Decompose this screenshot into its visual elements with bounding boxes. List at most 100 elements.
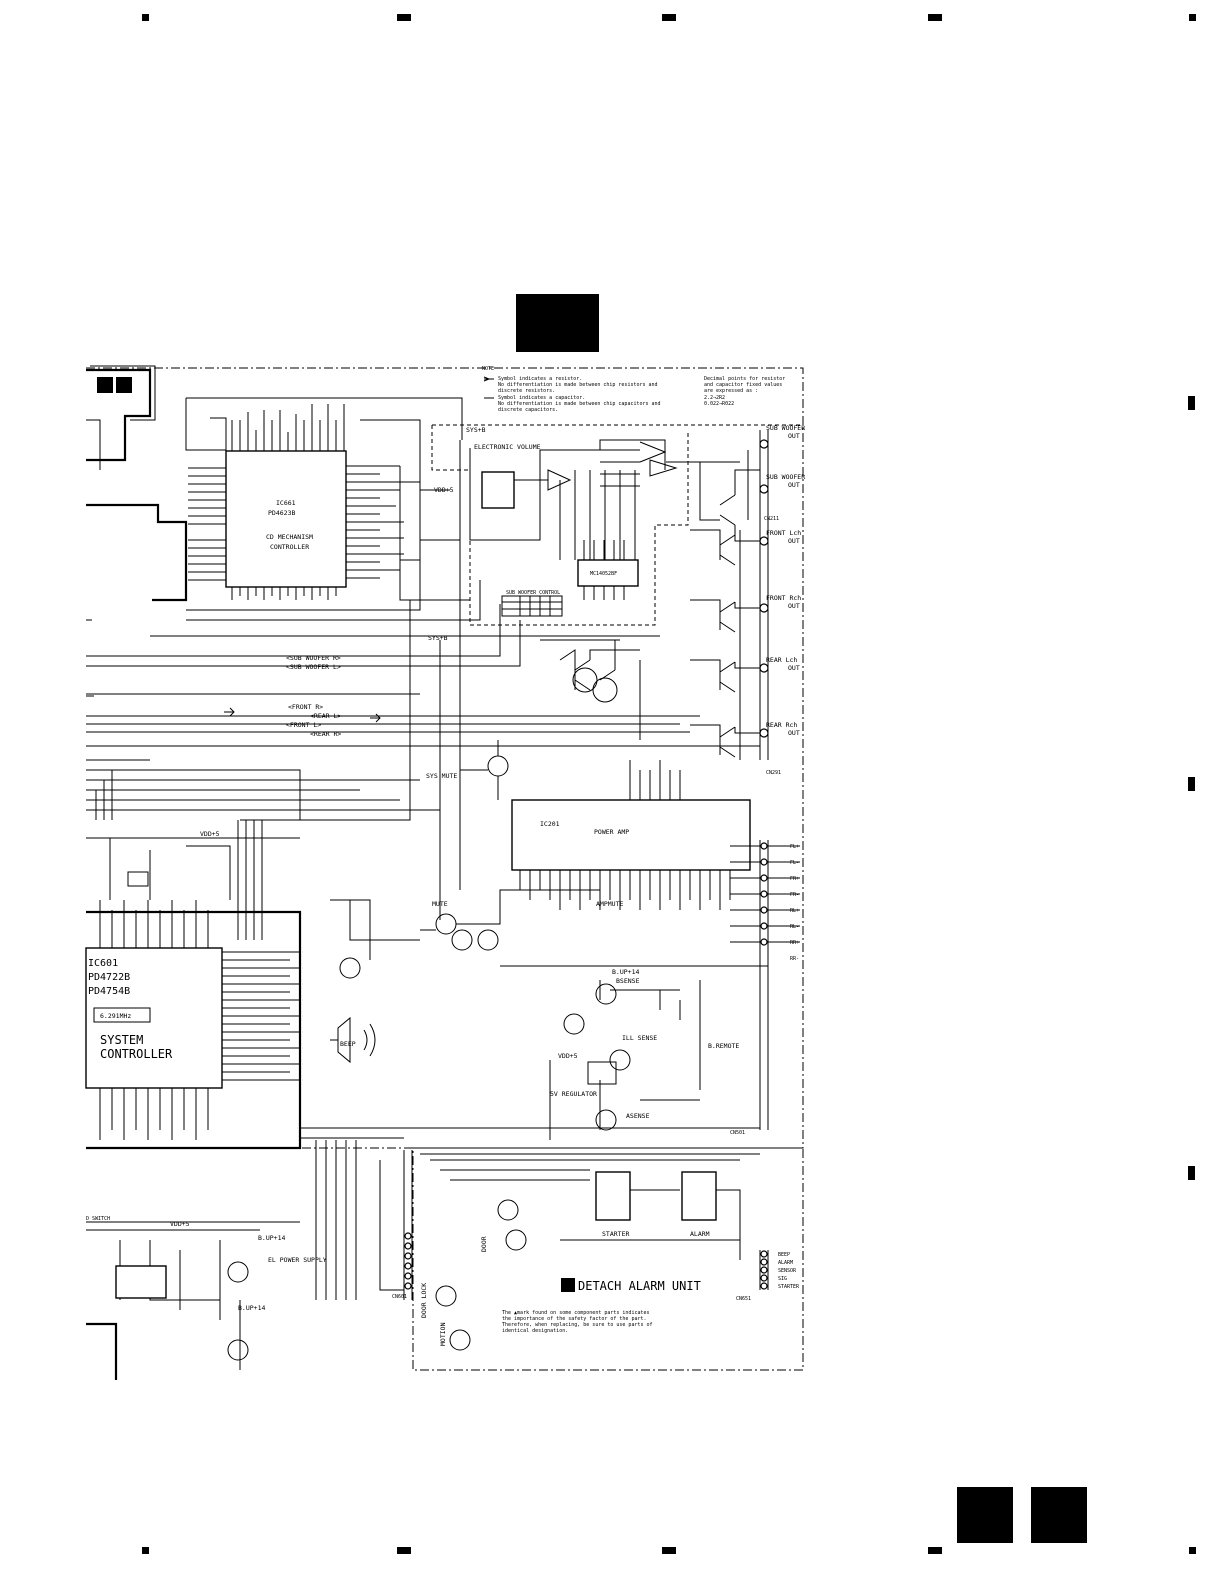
page-number-tile	[957, 1487, 1013, 1543]
output-sub: OUT	[788, 729, 800, 737]
bup-label-2: B.UP+14	[258, 1234, 285, 1242]
cn291-label: CN291	[766, 770, 781, 776]
cn211-label: CN211	[764, 516, 779, 522]
note-decimal-2: and capacitor fixed values	[704, 382, 782, 388]
beep-speaker	[330, 1016, 351, 1064]
bus-rear-r: <REAR R>	[310, 730, 341, 738]
bus-rear-l: <REAR L>	[310, 712, 341, 720]
door-label: DOOR	[480, 1236, 488, 1252]
registration-mark	[397, 14, 411, 21]
starter-ic	[595, 1171, 631, 1221]
note-decimal-5: 0.022→R022	[704, 401, 734, 407]
note-resistor-2: No differentiation is made between chip …	[498, 382, 658, 388]
audio-buses	[86, 604, 760, 747]
output-sub: OUT	[788, 432, 800, 440]
asense-label: ASENSE	[626, 1112, 650, 1120]
ic601-name-line2: CONTROLLER	[100, 1047, 173, 1061]
speaker-pin: FL-	[790, 860, 799, 866]
ic661-part: PD4623B	[268, 509, 295, 517]
detach-alarm-label: DETACH ALARM UNIT	[578, 1279, 701, 1293]
section-tile	[97, 377, 113, 393]
output-sub: OUT	[788, 664, 800, 672]
sysb-label-top: SYS+B	[466, 426, 486, 434]
note-capacitor-2: No differentiation is made between chip …	[498, 401, 661, 407]
registration-mark	[1189, 1547, 1196, 1554]
registration-mark	[928, 1547, 942, 1554]
ic601-part1: PD4722B	[88, 972, 130, 983]
ic661-left-pins	[188, 467, 226, 581]
registration-mark	[662, 1547, 676, 1554]
ic661-name-line2: CONTROLLER	[270, 543, 309, 551]
ic201-power-amp	[511, 799, 751, 871]
speaker-pin: FR-	[790, 892, 799, 898]
safety-note-4: identical designation.	[502, 1328, 568, 1334]
note-capacitor-3: discrete capacitors.	[498, 407, 558, 413]
alarm-pin: SENSOR	[778, 1268, 797, 1274]
beep-label: BEEP	[340, 1040, 356, 1048]
cn501-label: CN501	[730, 1130, 745, 1136]
sv-regulator-label: 5V REGULATOR	[550, 1090, 597, 1098]
speaker-pin: FR+	[790, 876, 799, 882]
door-lock-label: DOOR LOCK	[420, 1283, 428, 1318]
vdd-label-3: VDD+5	[558, 1052, 578, 1060]
starter-label: STARTER	[602, 1230, 629, 1238]
ic661-top-pins	[231, 404, 345, 451]
alarm-ic	[681, 1171, 717, 1221]
speaker-pin: RL-	[790, 924, 799, 930]
speaker-pin: FL+	[790, 844, 799, 850]
output-sub: OUT	[788, 481, 800, 489]
electronic-volume-label: ELECTRONIC VOLUME	[474, 443, 541, 451]
registration-mark	[142, 1547, 149, 1554]
vdd-label-1: VDD+5	[434, 486, 454, 494]
output-transistors	[690, 450, 760, 760]
ic601-part2: PD4754B	[88, 986, 130, 997]
ic661-ref: IC661	[276, 499, 296, 507]
safety-note-3: Therefore, when replacing, be sure to us…	[502, 1322, 653, 1328]
ic661-right-pins	[346, 465, 420, 579]
amp-mute-label: AMPMUTE	[596, 900, 623, 908]
note-resistor-1: Symbol indicates a resistor.	[498, 376, 582, 382]
section-tile	[116, 377, 132, 393]
ic661-bottom-pins	[231, 587, 337, 600]
note-decimal-1: Decimal points for resistor	[704, 376, 785, 382]
safety-note-2: the importance of the safety factor of t…	[502, 1316, 647, 1322]
registration-mark	[142, 14, 149, 21]
sys-mute-label: SYS MUTE	[426, 772, 457, 780]
alarm-pin: STARTER	[778, 1284, 800, 1290]
registration-mark	[1188, 777, 1195, 791]
crystal-box	[93, 1007, 151, 1023]
motion-label: MOTION	[439, 1322, 447, 1346]
registration-mark	[662, 14, 676, 21]
cn651-pins	[404, 1232, 412, 1290]
ic601-system-controller	[85, 947, 223, 1089]
alarm-pin: BEEP	[778, 1252, 790, 1258]
vdd-label-2: VDD+5	[200, 830, 220, 838]
note-decimal-3: are expressed as :	[704, 388, 758, 394]
speaker-pin: RR-	[790, 956, 799, 962]
b-remote-label: B.REMOTE	[708, 1042, 739, 1050]
registration-mark	[1188, 1166, 1195, 1180]
output-sub: OUT	[788, 537, 800, 545]
output-label: REAR Rch	[766, 721, 797, 729]
registration-mark	[1189, 14, 1196, 21]
ic601-crystal: 6.291MHz	[100, 1012, 131, 1020]
sub-woofer-control-table	[501, 595, 563, 617]
registration-mark	[1188, 396, 1195, 410]
sysb-label-mid: SYS+B	[428, 634, 448, 642]
ic201-name: POWER AMP	[594, 828, 629, 836]
speaker-pin: RL+	[790, 908, 799, 914]
safety-note-1: The ▲mark found on some component parts …	[502, 1310, 650, 1316]
output-label: FRONT Lch	[766, 529, 801, 537]
sub-woofer-control-label: SUB WOOFER CONTROL	[506, 590, 560, 596]
bup-label-1: B.UP+14	[612, 968, 639, 976]
cn601-label: CN601	[392, 1294, 407, 1300]
alarm-pins	[760, 1250, 768, 1290]
registration-mark	[397, 1547, 411, 1554]
ic661-name-line1: CD MECHANISM	[266, 533, 313, 541]
note-title: NOTE	[482, 366, 494, 372]
output-label: SUB WOOFER	[766, 473, 805, 481]
el-power-label: EL POWER SUPPLY	[268, 1256, 327, 1264]
speaker-terminals	[760, 842, 768, 946]
d-switch-label: D SWITCH	[86, 1216, 110, 1222]
